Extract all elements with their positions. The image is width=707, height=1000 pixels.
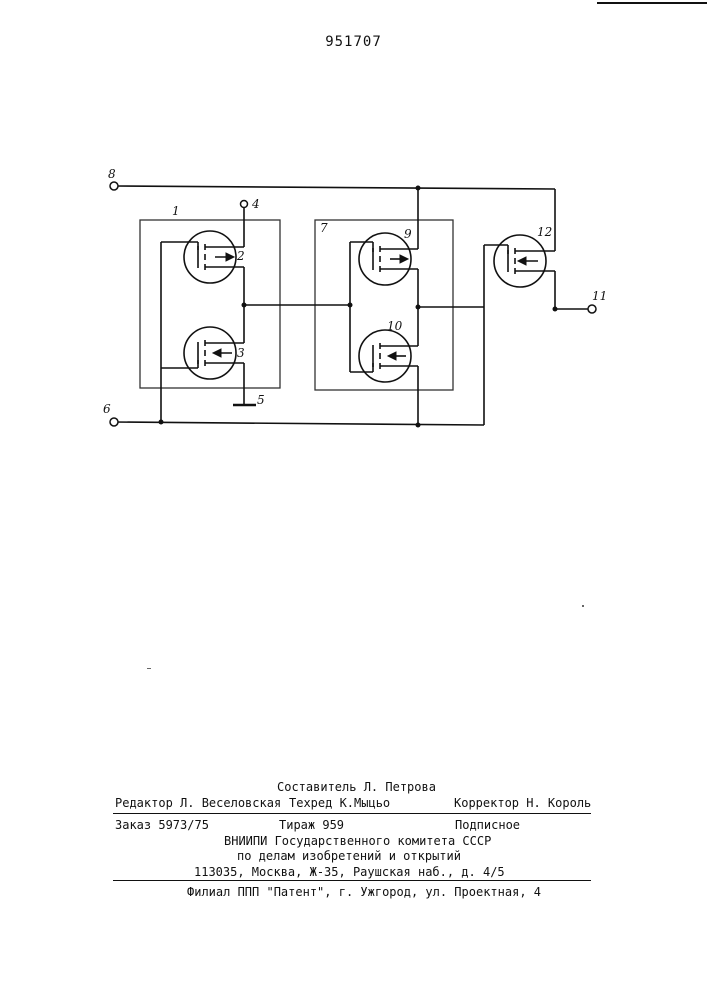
colophon-rule-top	[113, 813, 591, 814]
label-transistor-9: 9	[404, 227, 412, 241]
scan-speck	[147, 668, 151, 669]
corrector-line: Корректор Н. Король	[454, 796, 591, 810]
address-line: 113035, Москва, Ж-35, Раушская наб., д. …	[194, 865, 505, 879]
label-transistor-3: 3	[237, 346, 245, 360]
transistor-2	[184, 231, 244, 283]
compiler-line: Составитель Л. Петрова	[277, 780, 436, 794]
label-terminal-11: 11	[592, 289, 607, 303]
circulation-line: Тираж 959	[279, 818, 344, 832]
transistor-3	[184, 327, 244, 379]
techred-line: Техред К.Мыцьо	[289, 796, 390, 810]
scan-speck	[582, 605, 584, 607]
bus-terminal-6	[110, 418, 484, 428]
label-terminal-4: 4	[251, 197, 260, 211]
label-block-1: 1	[172, 204, 180, 218]
label-transistor-12: 12	[537, 225, 552, 239]
subscription-line: Подписное	[455, 818, 520, 832]
editor-line: Редактор Л. Веселовская	[115, 796, 281, 810]
transistor-12-wiring	[484, 245, 596, 425]
branch-line: Филиал ППП "Патент", г. Ужгород, ул. Про…	[187, 885, 541, 899]
label-transistor-10: 10	[387, 319, 403, 333]
colophon-rule-bottom	[113, 880, 591, 881]
label-block-7: 7	[320, 221, 328, 235]
transistor-10	[359, 330, 418, 382]
label-terminal-8: 8	[108, 167, 116, 181]
org-line-2: по делам изобретений и открытий	[237, 849, 461, 863]
label-ground-5: 5	[257, 393, 265, 407]
org-line-1: ВНИИПИ Государственного комитета СССР	[224, 834, 491, 848]
label-terminal-6: 6	[103, 402, 111, 416]
order-line: Заказ 5973/75	[115, 818, 209, 832]
transistor-12	[494, 235, 555, 287]
label-transistor-2: 2	[236, 249, 245, 263]
